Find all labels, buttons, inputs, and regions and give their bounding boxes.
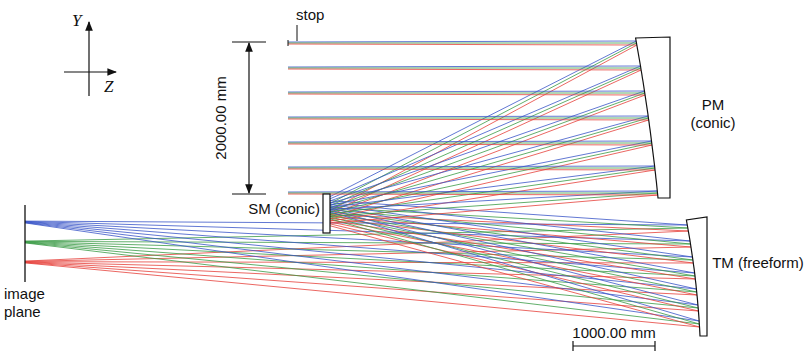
axis-label: Z bbox=[104, 78, 118, 96]
light-ray bbox=[25, 191, 699, 321]
ray-bundle bbox=[25, 41, 700, 327]
light-ray bbox=[25, 44, 688, 261]
stop-mark bbox=[288, 40, 289, 46]
part-label: SM (conic) bbox=[236, 200, 320, 218]
secondary-mirror bbox=[323, 194, 330, 233]
z-axis bbox=[64, 71, 116, 72]
tertiary-mirror bbox=[686, 217, 707, 336]
dimension-arrow bbox=[248, 43, 249, 118]
part-label: image plane bbox=[4, 285, 56, 321]
dimension-tick bbox=[232, 41, 266, 42]
axis-label: Y bbox=[72, 12, 86, 30]
primary-mirror bbox=[636, 37, 670, 198]
light-ray bbox=[25, 166, 698, 305]
part-label: PM (conic) bbox=[678, 96, 748, 132]
y-axis bbox=[88, 22, 89, 96]
part-label: TM (freeform) bbox=[712, 254, 804, 272]
scale-tick bbox=[572, 341, 573, 351]
dimension-arrow bbox=[248, 118, 249, 193]
part-label: 2000.00 mm bbox=[212, 68, 230, 168]
leader-line bbox=[297, 25, 298, 41]
part-label: stop bbox=[296, 6, 332, 24]
dimension-tick bbox=[232, 193, 266, 194]
light-ray bbox=[25, 193, 699, 324]
scale-bar bbox=[573, 345, 655, 346]
light-ray bbox=[25, 169, 698, 311]
scale-tick bbox=[654, 341, 655, 351]
part-label: 1000.00 mm bbox=[560, 324, 668, 342]
image-plane bbox=[24, 205, 25, 282]
light-ray bbox=[25, 194, 700, 327]
